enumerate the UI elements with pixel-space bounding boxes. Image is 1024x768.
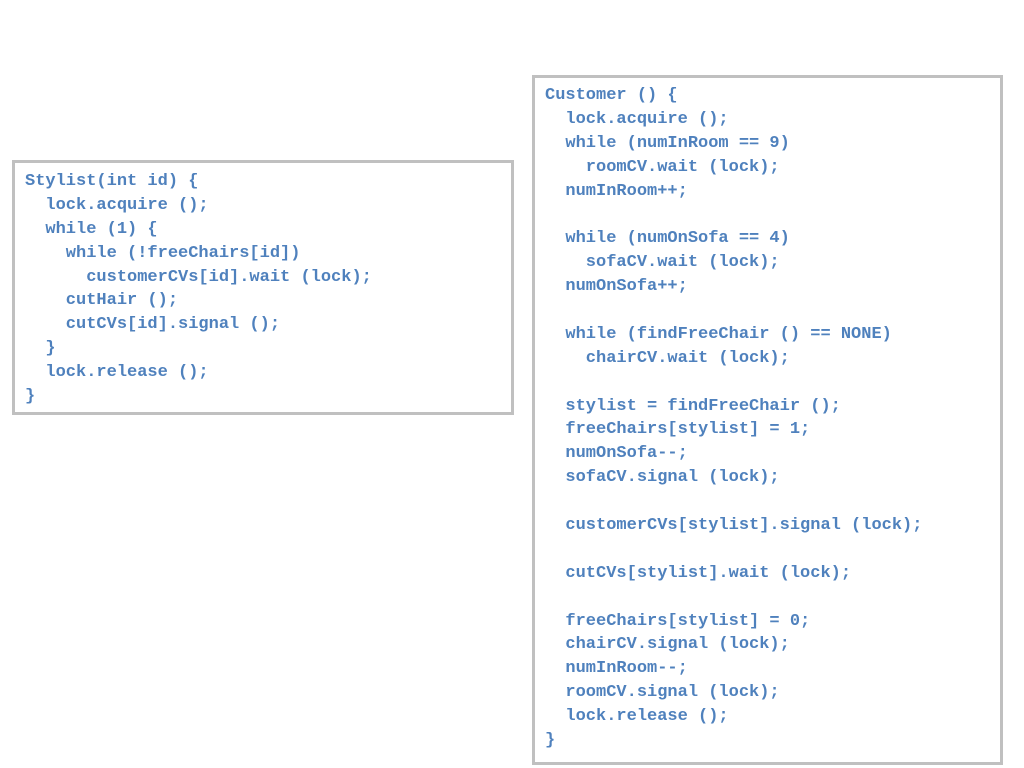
code-line: numOnSofa++; bbox=[545, 277, 688, 297]
code-line: sofaCV.signal (lock); bbox=[545, 468, 780, 488]
code-line: lock.release (); bbox=[545, 707, 729, 727]
code-line: roomCV.signal (lock); bbox=[545, 683, 780, 703]
code-line: while (findFreeChair () == NONE) bbox=[545, 324, 892, 344]
code-line: cutCVs[id].signal (); bbox=[25, 315, 281, 335]
code-line: while (numInRoom == 9) bbox=[545, 133, 790, 153]
code-line: customerCVs[id].wait (lock); bbox=[25, 267, 372, 287]
code-line: lock.acquire (); bbox=[545, 109, 729, 129]
code-line bbox=[545, 203, 1000, 227]
code-line: } bbox=[545, 731, 556, 751]
code-line: lock.acquire (); bbox=[25, 195, 209, 215]
code-line: freeChairs[stylist] = 1; bbox=[545, 420, 811, 440]
code-line: sofaCV.wait (lock); bbox=[545, 253, 780, 273]
code-line: } bbox=[25, 339, 56, 359]
code-line: chairCV.wait (lock); bbox=[545, 348, 790, 368]
code-line: freeChairs[stylist] = 0; bbox=[545, 611, 811, 631]
code-line bbox=[545, 371, 1000, 395]
code-line: numInRoom++; bbox=[545, 181, 688, 201]
code-line: Customer () { bbox=[545, 86, 678, 105]
code-line: cutCVs[stylist].wait (lock); bbox=[545, 563, 852, 583]
code-line: while (!freeChairs[id]) bbox=[25, 243, 301, 263]
code-line: numInRoom--; bbox=[545, 659, 688, 679]
code-line: while (1) { bbox=[25, 219, 158, 239]
code-line: while (numOnSofa == 4) bbox=[545, 229, 790, 249]
code-line: cutHair (); bbox=[25, 291, 179, 311]
code-line bbox=[545, 586, 1000, 610]
customer-code-block: Customer () { lock.acquire (); while (nu… bbox=[532, 75, 1003, 765]
code-line: chairCV.signal (lock); bbox=[545, 635, 790, 655]
code-line: lock.release (); bbox=[25, 363, 209, 383]
code-line: stylist = findFreeChair (); bbox=[545, 396, 841, 416]
code-line: roomCV.wait (lock); bbox=[545, 157, 780, 177]
code-line bbox=[545, 299, 1000, 323]
code-line: } bbox=[25, 387, 36, 407]
code-line: customerCVs[stylist].signal (lock); bbox=[545, 516, 923, 536]
code-line bbox=[545, 538, 1000, 562]
code-line bbox=[545, 490, 1000, 514]
code-line: Stylist(int id) { bbox=[25, 172, 199, 191]
code-line: numOnSofa--; bbox=[545, 444, 688, 464]
stylist-code-block: Stylist(int id) { lock.acquire (); while… bbox=[12, 160, 514, 415]
